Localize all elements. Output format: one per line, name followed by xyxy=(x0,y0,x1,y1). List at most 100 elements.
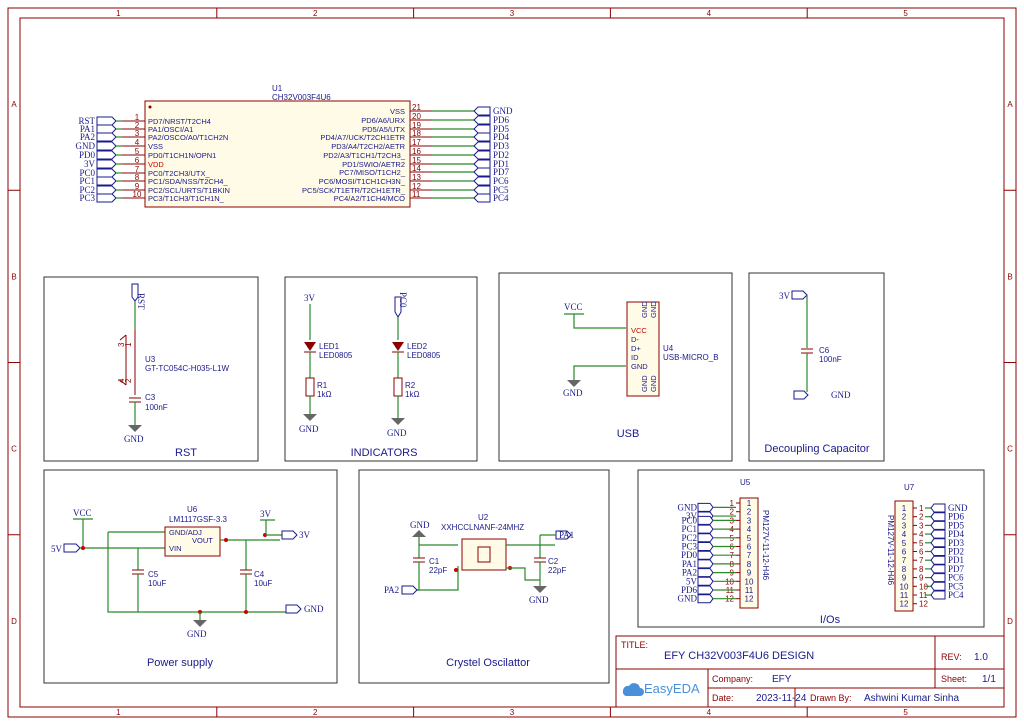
u4-part: USB-MICRO_B xyxy=(663,353,719,362)
u1-pin-number: 18 xyxy=(412,129,421,138)
net-flag xyxy=(473,115,491,125)
net-flag xyxy=(96,185,117,195)
sheet-value: 1/1 xyxy=(982,674,996,685)
led2-ref: LED2 xyxy=(407,342,428,351)
power-block: Power supply VCC 5V U6 LM1117GSF-3.3 GND… xyxy=(43,469,338,684)
c5-ref: C5 xyxy=(148,570,159,579)
u7-pin-number: 8 xyxy=(902,565,907,574)
u1-pin-number: 20 xyxy=(412,112,421,121)
u7-pin-outer-number: 8 xyxy=(919,565,924,574)
rst-title: RST xyxy=(175,447,197,459)
sheet-label: Sheet: xyxy=(941,674,967,684)
rst-net-label: RST xyxy=(136,293,146,310)
c6-val: 100nF xyxy=(819,355,842,364)
frame-row-right: B xyxy=(1007,272,1012,281)
u7-pin-number: 11 xyxy=(900,591,909,600)
net-flag xyxy=(697,502,714,512)
led1-part: LED0805 xyxy=(319,351,353,360)
u1-pin-name: PD7/NRST/T2CH4 xyxy=(148,117,211,126)
net-flag xyxy=(96,132,117,142)
u3-pin3: 3 xyxy=(117,342,126,347)
u1-pin-number: 21 xyxy=(412,103,421,112)
net-flag xyxy=(930,590,946,600)
u1-pin-number: 14 xyxy=(412,164,421,173)
frame-row-left: A xyxy=(11,100,17,109)
u7-pin-number: 1 xyxy=(902,504,907,513)
u1-net-label: GND xyxy=(493,106,513,116)
u1-net-label: PD4 xyxy=(493,132,510,142)
u1-body xyxy=(144,100,411,208)
net-flag xyxy=(697,568,714,578)
frame-row-right: A xyxy=(1007,100,1013,109)
u3-pin2: 2 xyxy=(124,378,133,383)
net-flag xyxy=(930,581,946,591)
net-flag xyxy=(96,141,117,151)
net-flag xyxy=(473,159,491,169)
u1-pin-number: 2 xyxy=(135,121,140,130)
usb-vcc: VCC xyxy=(564,302,583,312)
pwr-5v-flag xyxy=(63,543,81,553)
u7-pin-number: 7 xyxy=(902,556,907,565)
gnd-icon xyxy=(193,620,207,627)
drawn-value: Ashwini Kumar Sinha xyxy=(864,693,959,704)
decoupling-box xyxy=(748,272,885,462)
net-flag xyxy=(96,168,117,178)
pwr-3v: 3V xyxy=(260,509,272,519)
r2-icon xyxy=(393,377,403,397)
u1-pin-number: 12 xyxy=(412,182,421,191)
u5-net-label: PC3 xyxy=(681,542,697,552)
u7-net-label: PC6 xyxy=(948,573,964,583)
u1-pin-name: VDD xyxy=(148,160,164,169)
r2-ref: R2 xyxy=(405,381,416,390)
u1-pin-number: 16 xyxy=(412,147,421,156)
frame-row-right: C xyxy=(1007,445,1013,454)
frame-row-left: B xyxy=(11,272,16,281)
usb-top-gnd2: GND xyxy=(649,301,658,318)
u1-pin-name: PC2/SCL/URTS/T1BKIN xyxy=(148,186,230,195)
u5-pin-number: 1 xyxy=(747,499,752,508)
r1-val: 1kΩ xyxy=(317,390,331,399)
u1-pin-number: 19 xyxy=(412,121,421,130)
gnd-icon xyxy=(128,425,142,432)
rst-block: RST RST 3 1 4 2 U3 GT-TC054C-H035-L1W C3… xyxy=(43,276,259,462)
dec-gnd-flag xyxy=(793,390,809,400)
u5-pin-number: 9 xyxy=(747,569,752,578)
u1-pin-name: VSS xyxy=(148,142,163,151)
pwr-3v-out: 3V xyxy=(299,530,311,540)
net-flag xyxy=(697,533,714,543)
net-flag xyxy=(473,124,491,134)
u5-net-label: PC0 xyxy=(681,515,697,525)
u1-net-label: PA1 xyxy=(80,124,95,134)
osc-pa2: PA2 xyxy=(384,585,399,595)
u7-part: PM127V-11-12-H46 xyxy=(886,515,895,586)
u5-pins: 112233445566778899101011111212GND3VPC0PC… xyxy=(678,499,754,604)
pa1-flag xyxy=(555,530,572,540)
net-flag xyxy=(930,538,946,548)
u5-pin-outer-number: 2 xyxy=(730,508,735,517)
u7-pin-outer-number: 7 xyxy=(919,556,924,565)
u7-pin-number: 2 xyxy=(902,513,907,522)
net-flag xyxy=(930,512,946,522)
pwr-5v: 5V xyxy=(51,544,63,554)
u1-pin-name: PC5/SCK/T1ETR/T2CH1ETR_ xyxy=(302,186,406,195)
u1-net-label: PC4 xyxy=(493,193,509,203)
net-flag xyxy=(96,176,117,186)
u7-pin-outer-number: 3 xyxy=(919,521,924,530)
oscillator-box xyxy=(358,469,610,684)
led1-icon xyxy=(304,342,316,351)
u1-pin-number: 17 xyxy=(412,138,421,147)
net-flag xyxy=(96,150,117,160)
u5-body xyxy=(739,497,759,609)
frame-col-top: 3 xyxy=(510,9,515,18)
u3-pin4: 4 xyxy=(117,378,126,383)
ios-title: I/Os xyxy=(820,614,841,626)
u1-net-label: PA2 xyxy=(80,132,95,142)
u1-net-label: PC6 xyxy=(493,176,509,186)
net-flag xyxy=(96,116,117,126)
title-value: EFY CH32V003F4U6 DESIGN xyxy=(664,650,814,662)
u7-ref: U7 xyxy=(904,483,915,492)
frame-col-bottom: 5 xyxy=(903,708,908,717)
net-flag xyxy=(473,167,491,177)
